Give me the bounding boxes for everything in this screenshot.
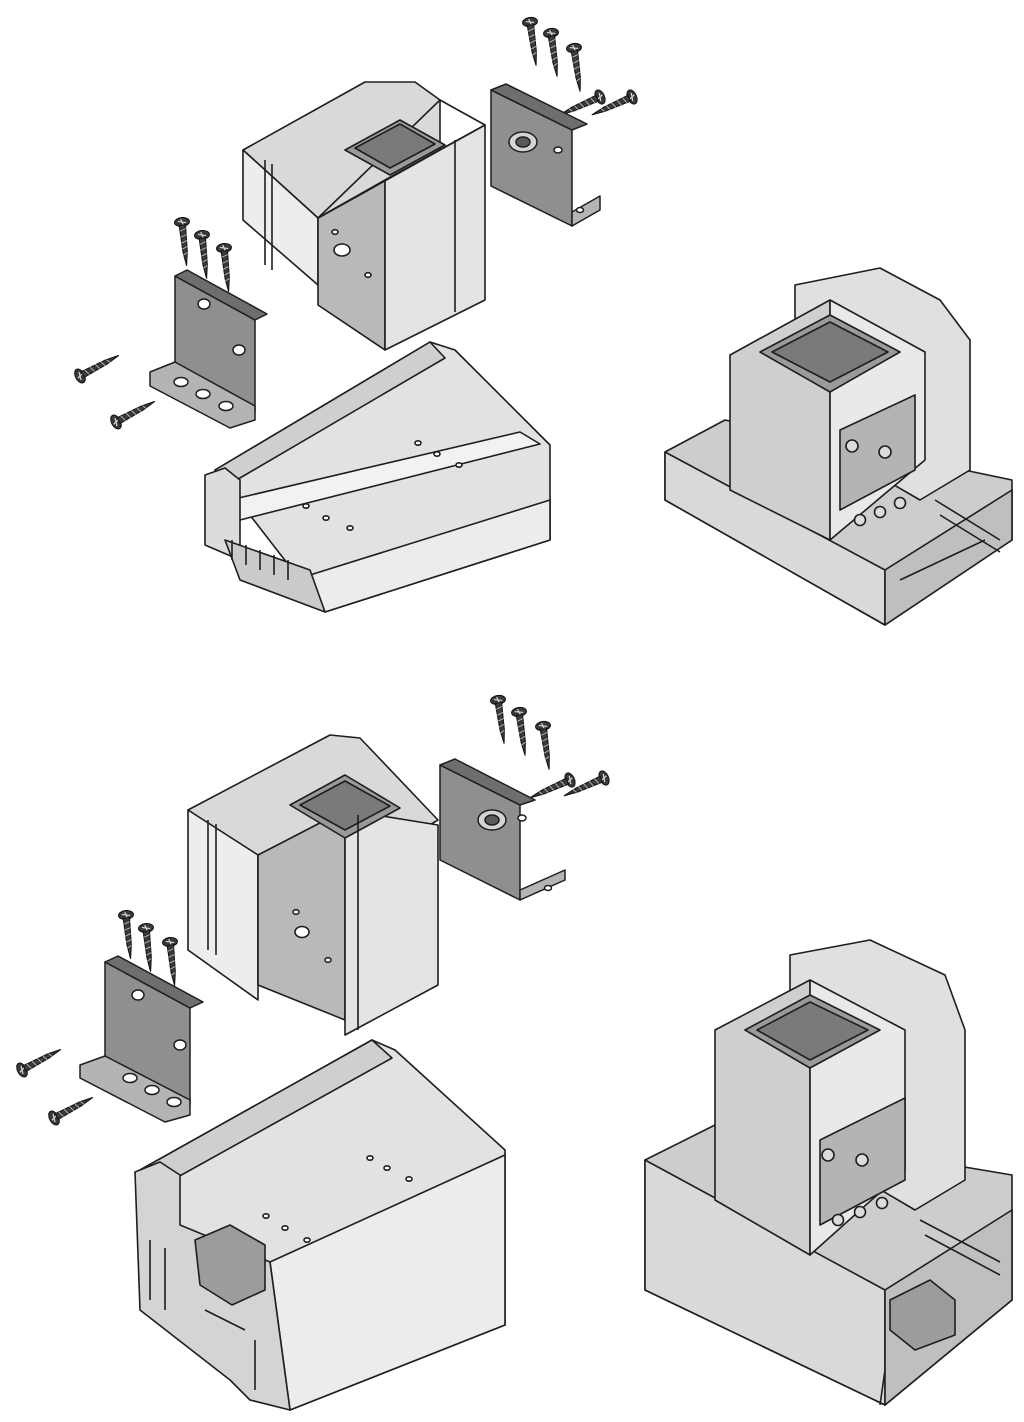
screw-icon	[13, 1042, 65, 1080]
mullion-profile	[242, 81, 486, 351]
frame-rail-profile	[134, 1039, 506, 1411]
screw-icon	[137, 922, 159, 974]
screw-icon	[521, 15, 545, 68]
screw-icon	[117, 909, 139, 961]
screw-icon	[489, 693, 513, 746]
bottom-assembled-joint	[644, 939, 1013, 1406]
screw-icon	[107, 394, 159, 432]
angle-bracket-icon	[149, 269, 268, 429]
angle-bracket-icon	[79, 955, 204, 1123]
bottom-exploded-assembly	[13, 693, 612, 1411]
frame-rail-profile	[204, 341, 551, 613]
top-assembled-joint	[664, 267, 1013, 626]
screw-icon	[173, 216, 195, 268]
screw-icon	[161, 936, 183, 988]
mullion-profile	[187, 734, 439, 1036]
plate-bracket-icon	[439, 758, 566, 901]
screw-icon	[45, 1090, 97, 1128]
screw-icon	[215, 242, 237, 294]
screw-icon	[542, 26, 566, 79]
plate-bracket-icon	[490, 83, 601, 227]
screw-icon	[534, 719, 558, 772]
screw-icon	[565, 41, 589, 94]
screw-icon	[193, 229, 215, 281]
screw-icon	[71, 348, 123, 386]
top-exploded-assembly	[71, 15, 640, 613]
screw-icon	[510, 705, 534, 758]
